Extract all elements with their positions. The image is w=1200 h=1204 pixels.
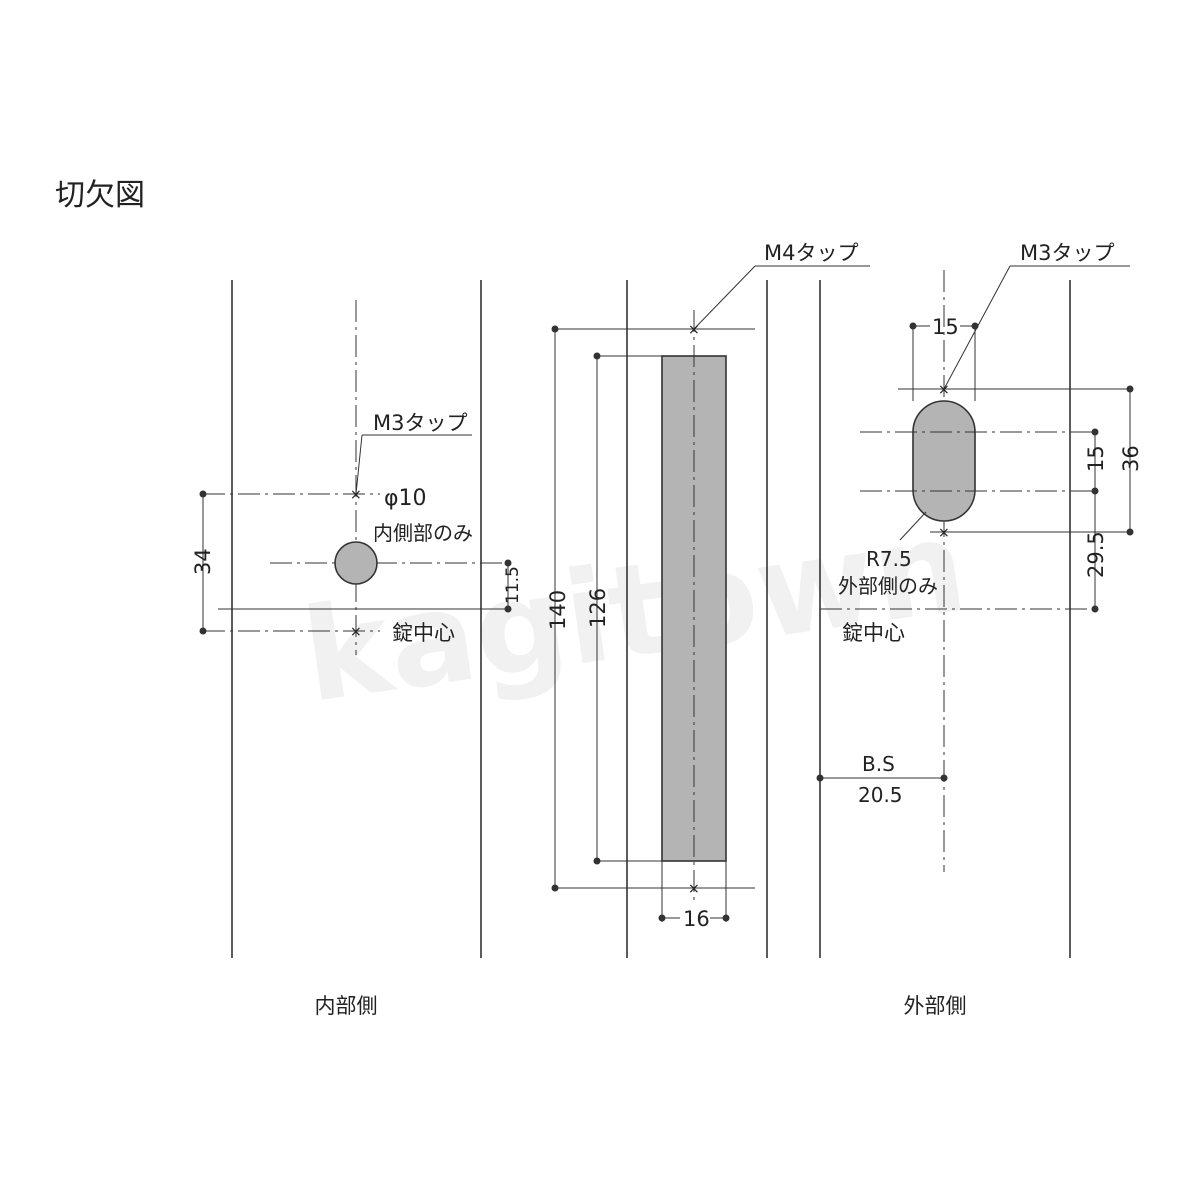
outer-radius-leader: [899, 511, 927, 541]
outer-bottom-cross: ×: [938, 525, 950, 541]
edge-dimensions: [551, 265, 870, 922]
inner-tap-label: M3タップ: [373, 411, 467, 435]
outer-dim-width-15: 15: [932, 315, 959, 339]
inner-hole-diameter: φ10: [384, 486, 427, 511]
inner-hole-note: 内側部のみ: [373, 521, 473, 545]
edge-dim-126: 126: [586, 588, 610, 628]
outer-side-view: [819, 270, 1071, 958]
outer-radius-note: 外部側のみ: [838, 574, 938, 598]
outer-tap-label: M3タップ: [1020, 241, 1114, 265]
edge-dim-16: 16: [683, 907, 710, 931]
inner-tap-leader: [355, 434, 363, 495]
backset-label: B.S: [862, 752, 895, 776]
edge-bottom-cross: ×: [688, 881, 700, 897]
inner-center-cross-mark: ×: [350, 624, 362, 640]
edge-tap-leader: [693, 265, 756, 330]
inner-dim-11-5: 11.5: [503, 566, 523, 604]
edge-top-cross: ×: [688, 322, 700, 338]
outer-center-label: 錠中心: [842, 621, 905, 645]
outer-dim-slot-15: 15: [1084, 445, 1108, 472]
outer-top-cross: ×: [938, 382, 950, 398]
inner-side-caption: 内部側: [314, 994, 378, 1018]
inner-round-hole: [334, 541, 378, 585]
inner-dimensions: [199, 434, 512, 635]
outer-side-caption: 外部側: [903, 994, 967, 1018]
edge-view: [626, 280, 768, 958]
inner-center-label: 錠中心: [392, 621, 455, 645]
page-title: 切欠図: [55, 178, 145, 213]
outer-oval-slot: [912, 400, 976, 522]
inner-side-view: [231, 280, 482, 958]
edge-dim-140: 140: [546, 590, 570, 630]
backset-value: 20.5: [858, 783, 903, 807]
outer-dim-36: 36: [1119, 445, 1143, 472]
inner-cross-mark: ×: [350, 487, 362, 503]
outer-dimensions: [816, 265, 1134, 782]
edge-tap-label: M4タップ: [764, 241, 858, 265]
outer-radius-label: R7.5: [866, 547, 912, 571]
inner-dim-34: 34: [191, 548, 215, 575]
outer-dim-29-5: 29.5: [1084, 531, 1108, 578]
